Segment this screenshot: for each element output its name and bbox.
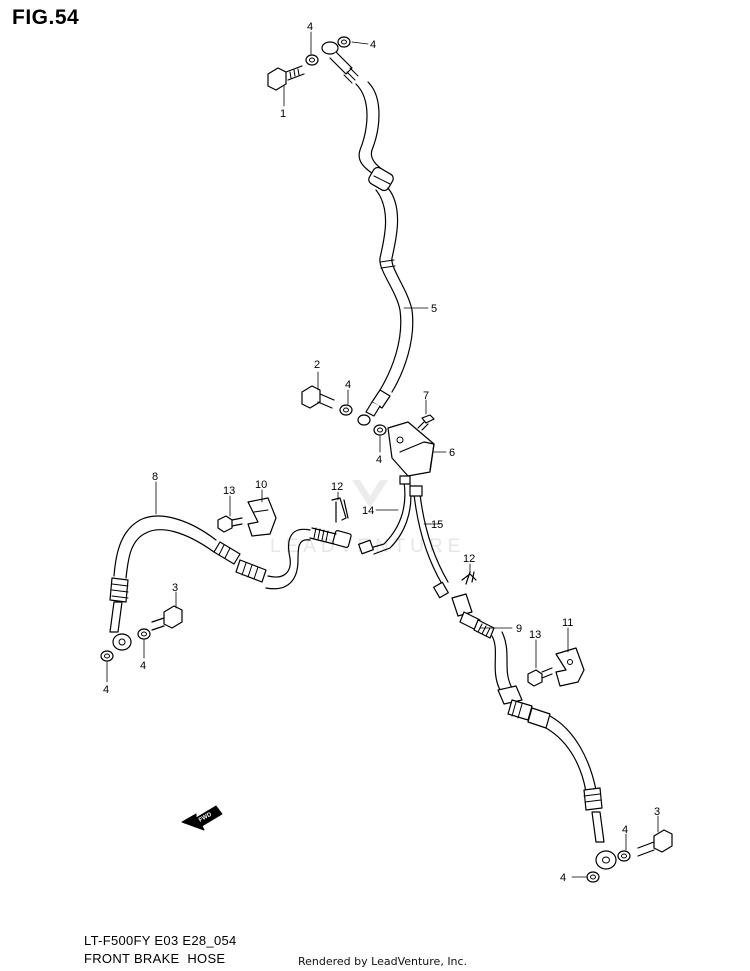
callout-4f: 4: [103, 684, 109, 696]
callout-12b: 12: [463, 553, 475, 565]
callout-4e: 4: [140, 660, 146, 672]
callout-1: 1: [280, 108, 286, 120]
callout-15: 15: [431, 519, 443, 531]
clamp-bracket-11[interactable]: [555, 647, 585, 687]
callout-5: 5: [431, 303, 437, 315]
washer-4f[interactable]: [100, 650, 114, 662]
callout-3a: 3: [172, 582, 178, 594]
callout-9: 9: [516, 623, 522, 635]
callout-13a: 13: [223, 485, 235, 497]
screw-7[interactable]: [417, 414, 435, 431]
callout-labels: 4 4 1 5 2 4 7 4 6 8 13 10 12 14 15 3 4 4…: [103, 21, 660, 884]
leadventure-logo-watermark: [350, 476, 390, 517]
model-code: LT-F500FY E03 E28_054: [84, 933, 237, 948]
figure-caption: FRONT BRAKE HOSE: [84, 951, 226, 966]
upper-brake-hose-5[interactable]: [321, 41, 414, 426]
washer-4b[interactable]: [337, 36, 351, 48]
render-credit: Rendered by LeadVenture, Inc.: [298, 955, 468, 968]
brake-pipe-14[interactable]: [358, 475, 412, 555]
leader-lines: [106, 31, 659, 878]
bolt-13a[interactable]: [217, 515, 243, 533]
callout-8: 8: [152, 471, 158, 483]
callout-2: 2: [314, 359, 320, 371]
callout-11: 11: [562, 617, 573, 629]
callout-7: 7: [423, 390, 429, 402]
bolt-13b[interactable]: [527, 667, 553, 687]
banjo-bolt-3a[interactable]: [151, 605, 183, 631]
banjo-bolt-1[interactable]: [267, 65, 305, 91]
right-brake-hose-9[interactable]: [451, 593, 617, 870]
washer-4a[interactable]: [305, 54, 319, 66]
callout-13b: 13: [529, 629, 541, 641]
washer-4h[interactable]: [586, 871, 600, 883]
callout-4a: 4: [307, 21, 313, 33]
callout-4d: 4: [376, 454, 382, 466]
callout-4c: 4: [345, 379, 351, 391]
figure-title: FIG.54: [12, 6, 80, 29]
forward-direction-arrow-icon: [181, 805, 223, 831]
washer-4g[interactable]: [617, 850, 631, 862]
callout-14: 14: [362, 505, 374, 517]
brake-pipe-15[interactable]: [409, 485, 449, 599]
callout-10: 10: [255, 479, 267, 491]
callout-3b: 3: [654, 806, 660, 818]
clip-12a[interactable]: [331, 497, 349, 523]
brake-hose-joint-6[interactable]: [387, 421, 435, 477]
washer-4e[interactable]: [137, 628, 151, 640]
washer-4d[interactable]: [373, 424, 387, 436]
callout-4h: 4: [560, 872, 566, 884]
banjo-bolt-3b[interactable]: [637, 829, 673, 857]
left-brake-hose-8[interactable]: [109, 515, 352, 651]
clip-12b[interactable]: [461, 571, 477, 585]
callout-4b: 4: [370, 39, 376, 51]
callout-4g: 4: [622, 824, 628, 836]
callout-6: 6: [449, 447, 455, 459]
banjo-bolt-2[interactable]: [301, 385, 335, 409]
callout-12a: 12: [331, 481, 343, 493]
washer-4c[interactable]: [339, 404, 353, 416]
clamp-bracket-10[interactable]: [247, 497, 277, 537]
